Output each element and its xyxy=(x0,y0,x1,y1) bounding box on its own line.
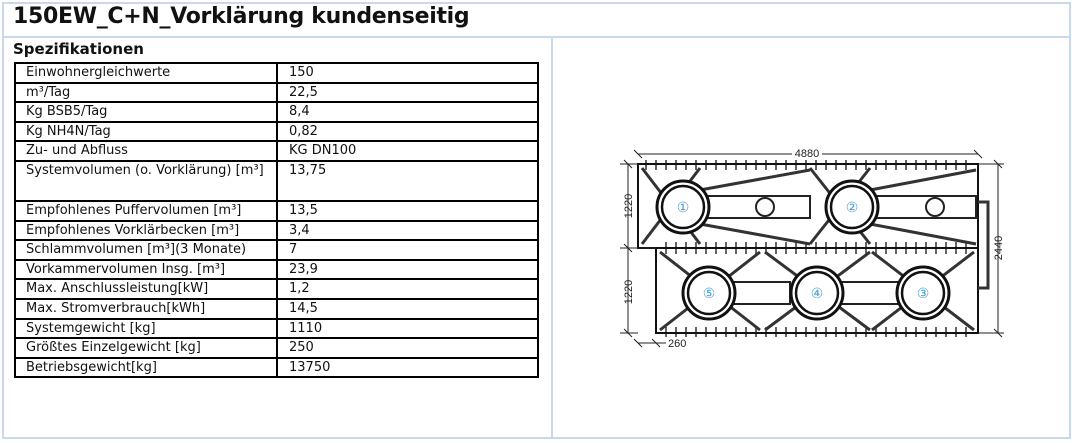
spec-row: Schlammvolumen [m³](3 Monate)7 xyxy=(14,239,539,261)
spec-row: Max. Anschlussleistung[kW]1,2 xyxy=(14,278,539,300)
spec-value: 250 xyxy=(276,337,539,359)
spec-value: 13750 xyxy=(276,356,539,379)
tank-number: ② xyxy=(846,199,859,215)
divider xyxy=(2,36,1071,38)
tank-manhole-5: ⑤ xyxy=(681,265,737,321)
tank-manhole-4: ④ xyxy=(789,265,845,321)
spec-value: 8,4 xyxy=(276,101,539,123)
tank-number: ③ xyxy=(917,285,930,301)
tank-module-bottom xyxy=(655,247,979,334)
tank-manhole-1: ① xyxy=(655,179,711,235)
total-height-dimension: 2440 xyxy=(993,236,1005,260)
tank-manhole-2: ② xyxy=(824,179,880,235)
page-title: 150EW_C+N_Vorklärung kundenseitig xyxy=(13,4,470,29)
tank-number: ⑤ xyxy=(703,285,716,301)
spec-value: 13,5 xyxy=(276,199,539,222)
spec-value: 150 xyxy=(276,62,539,84)
spec-label: Empfohlenes Vorklärbecken [m³] xyxy=(14,219,278,242)
spec-label: Systemgewicht [kg] xyxy=(14,317,278,340)
spec-label: Kg BSB5/Tag xyxy=(14,101,278,123)
offset-dimension: 260 xyxy=(668,338,686,350)
spec-value: 0,82 xyxy=(276,120,539,143)
spec-label: Empfohlenes Puffervolumen [m³] xyxy=(14,199,278,222)
spec-value: 1110 xyxy=(276,317,539,340)
top-height-dimension: 1220 xyxy=(623,194,635,218)
spec-label: Schlammvolumen [m³](3 Monate) xyxy=(14,239,278,261)
spec-row: Empfohlenes Puffervolumen [m³]13,5 xyxy=(14,199,539,222)
spec-row: Größtes Einzelgewicht [kg]250 xyxy=(14,337,539,359)
spec-value: 13,75 xyxy=(276,159,539,202)
spec-label: Kg NH4N/Tag xyxy=(14,120,278,143)
spec-label: Betriebsgewicht[kg] xyxy=(14,356,278,379)
spec-value: 3,4 xyxy=(276,219,539,242)
spec-row: Systemvolumen (o. Vorklärung) [m³]13,75 xyxy=(14,159,539,202)
spec-value: 23,9 xyxy=(276,258,539,281)
spec-row: Vorkammervolumen Insg. [m³]23,9 xyxy=(14,258,539,281)
spec-value: 22,5 xyxy=(276,81,539,104)
spec-row: Empfohlenes Vorklärbecken [m³]3,4 xyxy=(14,219,539,242)
section-heading: Spezifikationen xyxy=(13,40,144,58)
spec-value: 7 xyxy=(276,239,539,261)
system-drawing: ① ② ③ ④ ⑤ 4880 1220 1220 2440 260 xyxy=(620,146,1005,350)
spec-row: Systemgewicht [kg]1110 xyxy=(14,317,539,340)
spec-value: KG DN100 xyxy=(276,140,539,162)
tank-number: ④ xyxy=(811,285,824,301)
spec-label: Max. Stromverbrauch[kWh] xyxy=(14,297,278,320)
spec-label: Größtes Einzelgewicht [kg] xyxy=(14,337,278,359)
bottom-height-dimension: 1220 xyxy=(623,280,635,304)
tank-manhole-3: ③ xyxy=(895,265,951,321)
spec-row: Betriebsgewicht[kg]13750 xyxy=(14,356,539,379)
spec-label: Vorkammervolumen Insg. [m³] xyxy=(14,258,278,281)
spec-value: 1,2 xyxy=(276,278,539,300)
spec-label: m³/Tag xyxy=(14,81,278,104)
tank-number: ① xyxy=(677,199,690,215)
spec-label: Einwohnergleichwerte xyxy=(14,62,278,84)
divider xyxy=(551,36,553,439)
width-dimension: 4880 xyxy=(795,148,819,160)
spec-row: Max. Stromverbrauch[kWh]14,5 xyxy=(14,297,539,320)
spec-label: Zu- und Abfluss xyxy=(14,140,278,162)
spec-label: Systemvolumen (o. Vorklärung) [m³] xyxy=(14,159,278,202)
spec-label: Max. Anschlussleistung[kW] xyxy=(14,278,278,300)
spec-value: 14,5 xyxy=(276,297,539,320)
